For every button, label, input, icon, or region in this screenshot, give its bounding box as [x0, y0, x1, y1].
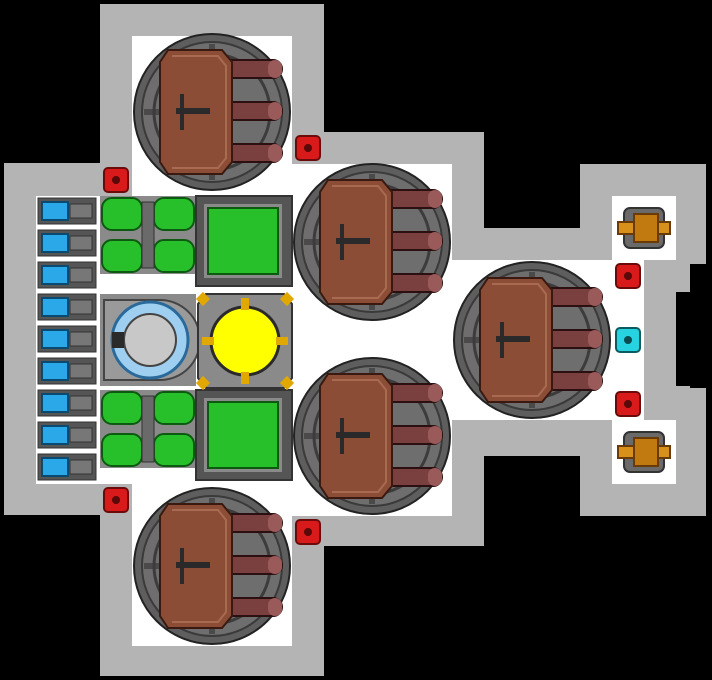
red-button[interactable]: [295, 519, 321, 545]
turret-bottom-left[interactable]: [134, 488, 290, 644]
green-panel-upper[interactable]: [195, 195, 293, 287]
red-button[interactable]: [615, 391, 641, 417]
turret-top-left[interactable]: [134, 34, 290, 190]
fuel-cell: [37, 389, 97, 417]
green-panel-lower[interactable]: [195, 389, 293, 481]
turret-right[interactable]: [454, 262, 610, 418]
green-module-upper[interactable]: [99, 195, 197, 275]
green-module-lower[interactable]: [99, 389, 197, 469]
red-button[interactable]: [615, 263, 641, 289]
fuel-cell: [37, 229, 97, 257]
red-button[interactable]: [103, 487, 129, 513]
small-gun-lower[interactable]: [615, 425, 673, 479]
fuel-cell: [37, 261, 97, 289]
fuel-cell: [37, 453, 97, 481]
small-gun-upper[interactable]: [615, 201, 673, 255]
cyan-button[interactable]: [615, 327, 641, 353]
reactor-core[interactable]: [195, 291, 295, 391]
fuel-cell: [37, 293, 97, 321]
fuel-cell: [37, 421, 97, 449]
turret-mid-upper[interactable]: [294, 164, 450, 320]
fuel-cell: [37, 357, 97, 385]
fuel-cell: [37, 197, 97, 225]
red-button[interactable]: [103, 167, 129, 193]
fuel-cell-bank: [37, 197, 97, 481]
turret-mid-lower[interactable]: [294, 358, 450, 514]
shield-core[interactable]: [100, 294, 201, 386]
red-button[interactable]: [295, 135, 321, 161]
fuel-cell: [37, 325, 97, 353]
